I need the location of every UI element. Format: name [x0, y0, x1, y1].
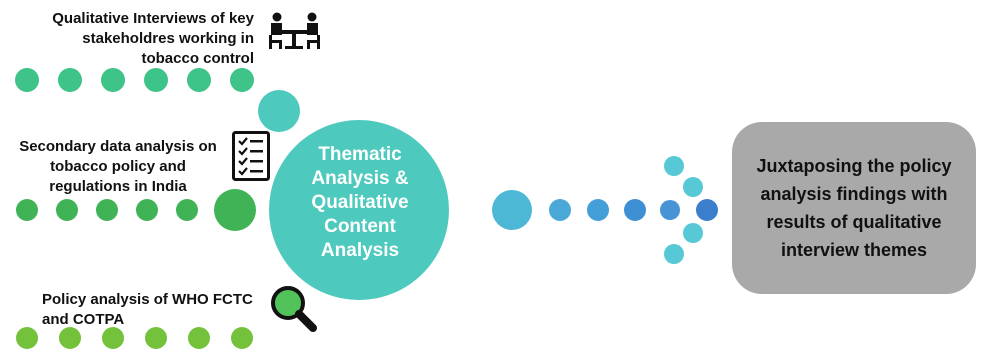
center-line: Qualitative	[311, 192, 409, 213]
connector-dot	[683, 177, 703, 197]
arrowhead-dots	[664, 156, 703, 264]
connector-dot	[188, 327, 210, 349]
meeting-people-icon	[269, 12, 320, 49]
label-line: tobacco policy and	[50, 158, 186, 175]
dot-row-to-result	[492, 190, 718, 230]
dot-row-secondary-data	[16, 189, 256, 231]
result-line: results of qualitative	[766, 212, 942, 232]
input-label-interviews: Qualitative Interviews of key stakeholdr…	[34, 9, 254, 69]
center-analysis-circle	[269, 120, 449, 300]
connector-dot	[549, 199, 571, 221]
result-line: Juxtaposing the policy	[756, 156, 952, 176]
connector-dot	[16, 199, 38, 221]
label-line: regulations in India	[49, 178, 187, 195]
connector-dot	[96, 199, 118, 221]
connector-dot	[231, 327, 253, 349]
label-line: Policy analysis of WHO FCTC	[42, 291, 253, 308]
connector-dot-large	[492, 190, 532, 230]
dot-row-interviews	[15, 68, 300, 132]
result-line: interview themes	[780, 240, 928, 260]
label-line: tobacco control	[141, 50, 254, 67]
result-label: Juxtaposing the policy analysis findings…	[756, 152, 951, 264]
connector-dot	[683, 223, 703, 243]
connector-dot	[624, 199, 646, 221]
connector-dot	[664, 156, 684, 176]
connector-dot	[56, 199, 78, 221]
result-line: analysis findings with	[760, 184, 948, 204]
center-line: Thematic	[318, 144, 402, 165]
connector-dot	[144, 68, 168, 92]
label-line: stakeholdres working in	[82, 30, 254, 47]
connector-dot	[660, 200, 680, 220]
center-line: Analysis	[320, 240, 400, 261]
connector-dot	[696, 199, 718, 221]
connector-dot-large	[258, 90, 300, 132]
center-analysis-label: Thematic Analysis & Qualitative Content …	[272, 143, 448, 263]
connector-dot	[15, 68, 39, 92]
connector-dot-large	[214, 189, 256, 231]
connector-dot	[187, 68, 211, 92]
label-line: Secondary data analysis on	[19, 138, 217, 155]
connector-dot	[102, 327, 124, 349]
result-box: Juxtaposing the policy analysis findings…	[732, 122, 976, 294]
connector-dot	[136, 199, 158, 221]
center-line: Analysis &	[311, 168, 409, 189]
connector-dot	[58, 68, 82, 92]
center-line: Content	[324, 216, 396, 237]
checklist-icon	[232, 131, 270, 181]
label-line: Qualitative Interviews of key	[52, 10, 254, 27]
connector-dot	[587, 199, 609, 221]
connector-dot	[16, 327, 38, 349]
input-label-policy-analysis: Policy analysis of WHO FCTC and COTPA	[42, 290, 282, 330]
connector-dot	[145, 327, 167, 349]
connector-dot	[230, 68, 254, 92]
magnifying-glass-icon	[271, 286, 317, 332]
connector-dot	[59, 327, 81, 349]
connector-dot	[664, 244, 684, 264]
dot-row-policy-analysis	[16, 327, 253, 349]
connector-dot	[101, 68, 125, 92]
label-line: and COTPA	[42, 311, 125, 328]
input-label-secondary-data: Secondary data analysis on tobacco polic…	[8, 137, 228, 197]
connector-dot	[176, 199, 198, 221]
